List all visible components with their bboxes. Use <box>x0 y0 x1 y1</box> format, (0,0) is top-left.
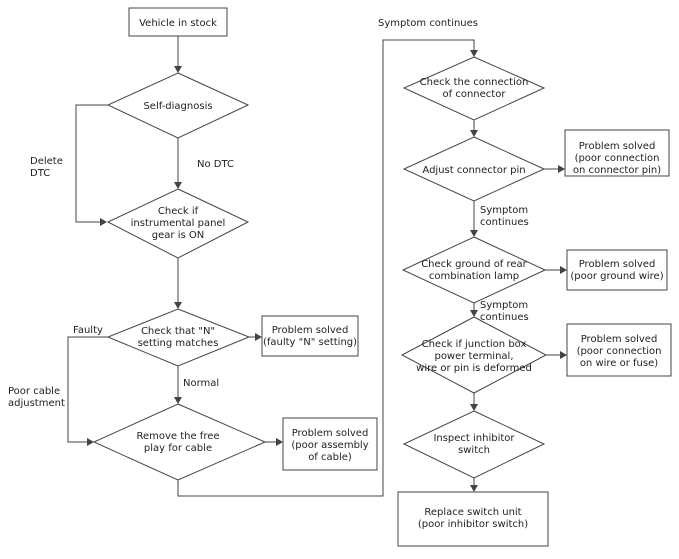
label-line: (poor inhibitor switch) <box>418 519 528 530</box>
label-line: Inspect inhibitor <box>433 433 515 444</box>
result-box-connector-pin <box>564 129 670 177</box>
node-label-adjust-pin: Adjust connector pin <box>422 165 525 176</box>
label-line: (poor connection <box>575 153 660 164</box>
end-box-replace-switch <box>397 491 549 547</box>
decision-check-connection <box>402 56 546 121</box>
label-line: DTC <box>30 168 50 179</box>
label-line: switch <box>458 445 490 456</box>
label-line: play for cable <box>144 443 212 454</box>
result-box-cable <box>282 417 378 471</box>
label-line: Adjust connector pin <box>422 165 525 176</box>
label-line: of cable) <box>308 452 352 463</box>
label-line: Normal <box>183 378 219 389</box>
label-line: Problem solved <box>579 259 656 270</box>
result-box-wire-fuse <box>566 323 672 377</box>
decision-inspect-inhibitor <box>402 410 546 479</box>
edge-label-no-dtc: No DTC <box>197 159 234 170</box>
label-line: adjustment <box>8 398 65 409</box>
node-label-self-diagnosis: Self-diagnosis <box>143 101 212 112</box>
label-line: (poor connection <box>577 346 662 357</box>
result-box-ground <box>566 249 668 291</box>
node-label-replace-switch: Replace switch unit(poor inhibitor switc… <box>418 507 528 530</box>
decision-adjust-pin <box>402 136 546 202</box>
label-line: Check ground of rear <box>421 259 527 270</box>
label-line: continues <box>480 217 529 228</box>
label-line: Self-diagnosis <box>143 101 212 112</box>
label-line: combination lamp <box>429 271 519 282</box>
label-line: Symptom continues <box>378 18 478 29</box>
decision-check-ground <box>401 236 547 304</box>
label-line: Faulty <box>73 325 103 336</box>
label-line: Symptom <box>480 205 528 216</box>
label-line: gear is ON <box>152 230 204 241</box>
node-label-solved-n-setting: Problem solved(faulty "N" setting) <box>263 325 357 348</box>
node-label-vehicle-in-stock: Vehicle in stock <box>139 18 217 29</box>
node-label-check-n-setting: Check that "N"setting matches <box>138 326 219 349</box>
node-label-solved-ground: Problem solved(poor ground wire) <box>570 259 663 282</box>
label-line: Replace switch unit <box>424 507 521 518</box>
label-line: Problem solved <box>581 334 658 345</box>
label-line: Vehicle in stock <box>139 18 217 29</box>
label-line: instrumental panel <box>131 218 226 229</box>
label-line: Check that "N" <box>141 326 215 337</box>
label-line: on connector pin) <box>573 165 661 176</box>
label-line: Problem solved <box>292 428 369 439</box>
decision-check-n-setting <box>106 308 251 367</box>
edge-label-symptom-top: Symptom continues <box>378 18 478 29</box>
label-line: (poor ground wire) <box>570 271 663 282</box>
label-line: power terminal, <box>434 351 513 362</box>
label-line: wire or pin is deformed <box>416 363 532 374</box>
connector-lines <box>67 36 567 497</box>
label-line: Check the connection <box>420 77 529 88</box>
label-line: setting matches <box>138 338 219 349</box>
decision-check-junction <box>400 316 548 394</box>
decision-remove-free-play <box>92 403 267 481</box>
label-line: Problem solved <box>579 141 656 152</box>
start-box-vehicle-in-stock <box>128 7 228 37</box>
label-line: Check if junction box <box>422 339 527 350</box>
label-line: Symptom <box>480 300 528 311</box>
label-line: Problem solved <box>272 325 349 336</box>
edge-label-normal: Normal <box>183 378 219 389</box>
label-line: Remove the free <box>136 431 219 442</box>
label-line: of connector <box>443 89 507 100</box>
label-line: (faulty "N" setting) <box>263 337 357 348</box>
edge-label-faulty: Faulty <box>73 325 103 336</box>
label-line: Delete <box>30 156 63 167</box>
label-line: continues <box>480 312 529 323</box>
decision-self-diagnosis <box>106 72 250 139</box>
label-line: No DTC <box>197 159 234 170</box>
label-line: on wire or fuse) <box>580 358 658 369</box>
result-box-n-setting <box>261 315 359 357</box>
label-line: Poor cable <box>8 386 60 397</box>
label-line: (poor assembly <box>291 440 368 451</box>
label-line: Check if <box>158 206 199 217</box>
decision-check-gear-on <box>106 188 250 259</box>
